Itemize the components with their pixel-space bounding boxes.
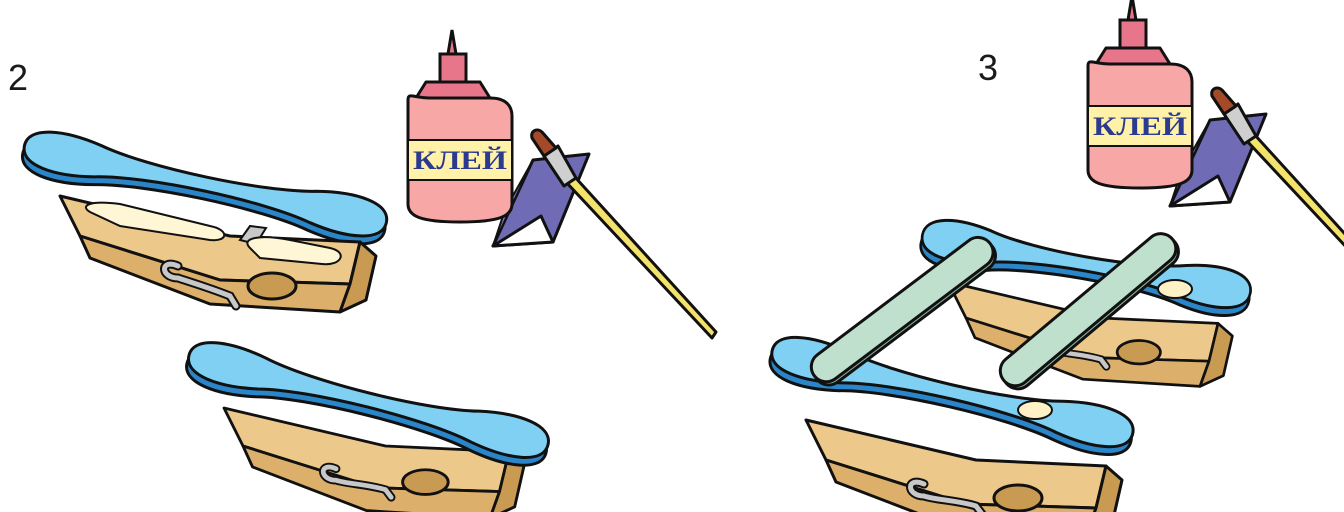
glue-bottle-label: КЛЕЙ — [1093, 112, 1187, 141]
paint-brush-icon — [532, 130, 716, 338]
step-number-3: 3 — [978, 50, 998, 86]
glue-bottle-icon: КЛЕЙ — [408, 30, 512, 222]
step-number-2: 2 — [8, 60, 28, 96]
glue-bottle-icon: КЛЕЙ — [1088, 0, 1192, 188]
glue-dot-icon — [1018, 401, 1052, 419]
step-2-scene: КЛЕЙ — [19, 30, 716, 512]
glue-bottle-label: КЛЕЙ — [413, 146, 507, 175]
step-3-scene: КЛЕЙ — [766, 0, 1344, 512]
glue-dot-icon — [1158, 280, 1192, 298]
